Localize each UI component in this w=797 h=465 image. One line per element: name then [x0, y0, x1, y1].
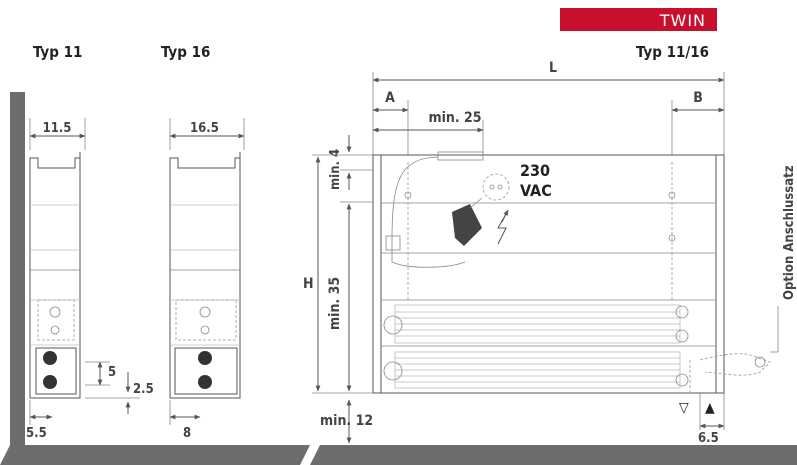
typ11-dim-2-5: 2.5	[133, 382, 154, 397]
option-connection-kit	[689, 306, 779, 392]
front-view: L A min. 25 B	[303, 60, 797, 446]
dim-A: A	[385, 90, 395, 106]
dim-B: B	[693, 90, 703, 106]
typ11-width-label: 11.5	[43, 121, 72, 136]
lightning-icon	[497, 213, 507, 245]
symbol-solid-triangle: ▲	[705, 400, 715, 416]
typ11-valve-upper	[43, 351, 57, 365]
typ16-valve-upper	[198, 351, 212, 365]
socket-icon	[482, 173, 510, 201]
dim-min4: min. 4	[328, 149, 343, 190]
dim-L: L	[549, 60, 557, 76]
controller-box	[437, 151, 484, 161]
typ16-valve-lower	[198, 375, 212, 389]
power-voltage-number: 230	[520, 161, 550, 180]
floor-left	[0, 445, 310, 465]
heating-element	[383, 304, 689, 389]
typ16-side-view: 16.5 8	[169, 118, 245, 441]
twin-badge-label: TWIN	[659, 11, 706, 30]
power-cable	[391, 156, 466, 268]
dim-min12: min. 12	[320, 413, 373, 429]
typ16-width-label: 16.5	[190, 121, 219, 136]
typ11-dim-5: 5	[108, 365, 116, 380]
typ11-valve-lower	[43, 375, 57, 389]
typ16-dim-8: 8	[183, 426, 191, 441]
wall	[10, 92, 25, 445]
twin-badge	[560, 8, 717, 31]
heading-typ11: Typ 11	[33, 43, 82, 61]
dim-min35: min. 35	[327, 277, 343, 330]
dim-6-5: 6.5	[698, 431, 719, 446]
typ11-side-view: 11.5 5 2.5 5.5	[26, 118, 154, 441]
radiator-body	[372, 154, 725, 394]
option-label: Option Anschlussatz	[782, 165, 797, 300]
heading-typ16: Typ 16	[161, 43, 210, 61]
power-voltage-unit: VAC	[520, 181, 552, 200]
floor-right	[310, 445, 797, 465]
typ11-dim-5-5: 5.5	[26, 426, 47, 441]
dim-H: H	[303, 276, 314, 292]
dim-min25: min. 25	[428, 110, 481, 126]
heading-typ1116: Typ 11/16	[636, 43, 709, 61]
symbol-hollow-triangle: ▽	[679, 400, 689, 416]
power-adapter-icon	[452, 204, 482, 246]
